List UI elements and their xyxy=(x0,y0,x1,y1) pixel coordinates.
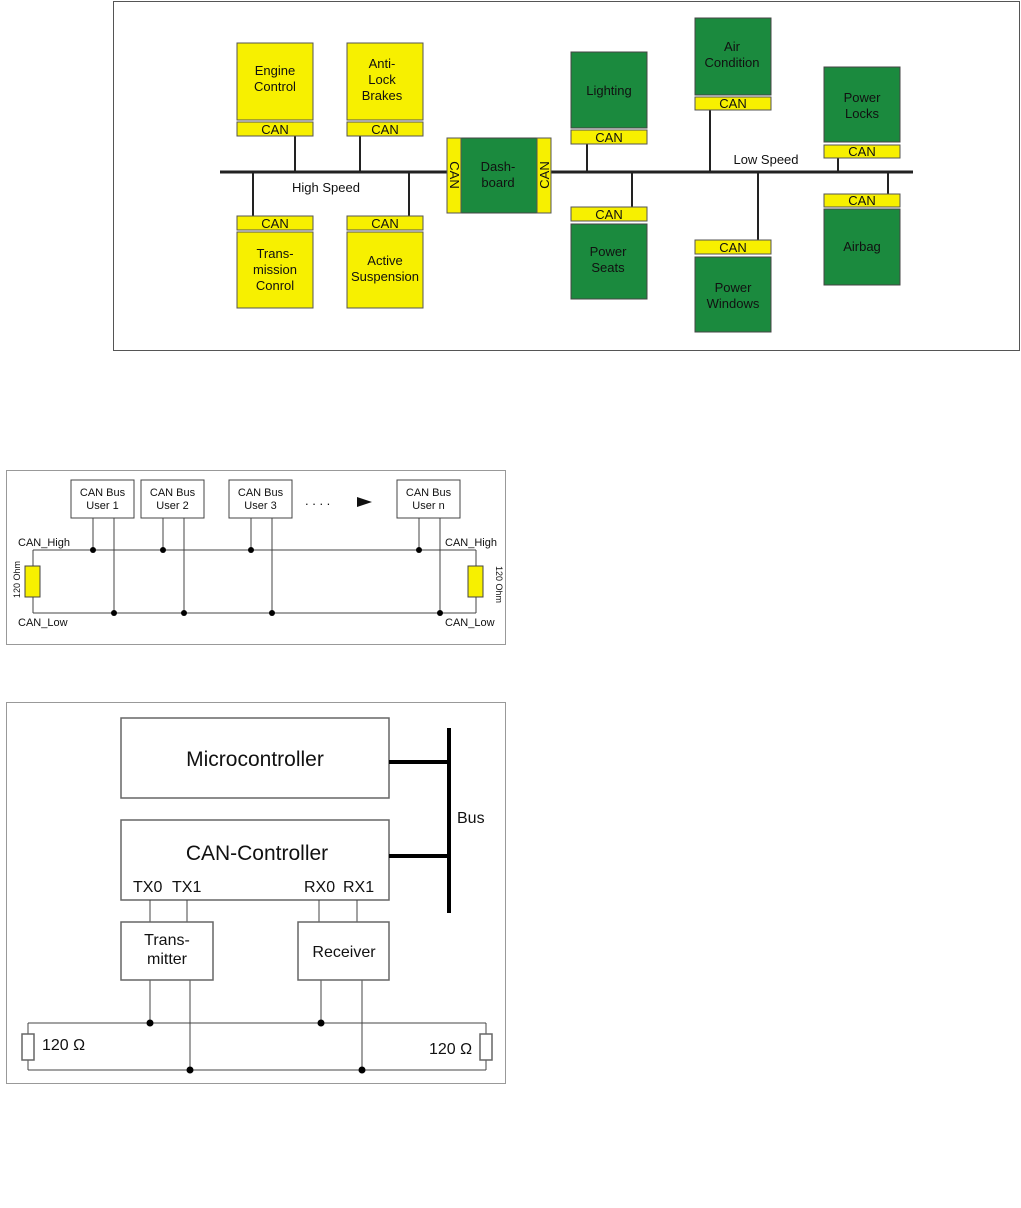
label: CAN xyxy=(261,122,288,137)
bus-label: Bus xyxy=(457,810,485,827)
label: Seats xyxy=(591,260,625,275)
label: Lighting xyxy=(586,83,632,98)
low-speed-label: Low Speed xyxy=(733,152,798,167)
connectors xyxy=(252,110,889,240)
can-controller-box xyxy=(120,819,390,901)
node-transmission-control: CAN Trans- mission Conrol xyxy=(236,215,314,309)
label: Power xyxy=(715,280,753,295)
can-high-label-right: CAN_High xyxy=(445,537,497,549)
label: Air xyxy=(724,39,741,54)
label: RX1 xyxy=(343,879,374,896)
label: Anti- xyxy=(369,56,396,71)
node-airbag: CAN Airbag xyxy=(823,193,901,286)
bus-user-2: CAN Bus User 2 xyxy=(140,479,205,616)
terminator-left xyxy=(24,565,41,598)
label: 120 Ohm xyxy=(12,561,22,598)
label: User 1 xyxy=(86,500,118,512)
label: User n xyxy=(412,500,444,512)
bus-topology-diagram: 120 Ohm 120 Ohm CAN_High CAN_High CAN_Lo… xyxy=(6,470,506,645)
node-power-locks: Power Locks CAN xyxy=(823,66,901,159)
bus-user-3: CAN Bus User 3 xyxy=(228,479,293,616)
label: CAN xyxy=(848,144,875,159)
node-anti-lock-brakes: Anti- Lock Brakes CAN xyxy=(346,42,424,137)
label: Control xyxy=(254,79,296,94)
receiver-box xyxy=(297,921,390,981)
label: CAN xyxy=(719,240,746,255)
terminator-right xyxy=(467,565,484,598)
label: Windows xyxy=(707,296,760,311)
terminator-right xyxy=(479,1033,493,1061)
vehicle-network-diagram: High Speed Low Speed Engine Control CAN … xyxy=(113,1,1020,351)
label: CAN Bus xyxy=(238,487,284,499)
label: User 3 xyxy=(244,500,276,512)
node-active-suspension: CAN Active Suspension xyxy=(346,215,424,309)
node-power-seats: CAN Power Seats xyxy=(570,206,648,300)
label: CAN xyxy=(447,161,462,188)
node-air-condition: Air Condition CAN xyxy=(694,17,772,111)
label: Suspension xyxy=(351,269,419,284)
can-low-label-right: CAN_Low xyxy=(445,617,495,629)
label: 120 Ω xyxy=(429,1041,472,1058)
label: User 2 xyxy=(156,500,188,512)
bus-user-1: CAN Bus User 1 xyxy=(70,479,135,616)
label: Active xyxy=(367,253,402,268)
label: Conrol xyxy=(256,278,294,293)
node-architecture-diagram: Microcontroller CAN-Controller Bus TX0 T… xyxy=(6,702,506,1084)
label: board xyxy=(481,175,514,190)
microcontroller-box xyxy=(120,717,390,799)
label: CAN xyxy=(848,193,875,208)
label: CAN xyxy=(595,207,622,222)
label: Brakes xyxy=(362,88,403,103)
terminator-left xyxy=(21,1033,35,1061)
label: TX1 xyxy=(172,879,201,896)
label: CAN xyxy=(595,130,622,145)
can-low-label-left: CAN_Low xyxy=(18,617,68,629)
label: Trans- xyxy=(256,246,293,261)
label: Locks xyxy=(845,106,879,121)
label: mitter xyxy=(147,951,188,968)
label: CAN xyxy=(537,161,552,188)
label: 120 Ohm xyxy=(494,566,504,603)
arrow-icon xyxy=(357,497,372,507)
label: CAN Bus xyxy=(150,487,196,499)
ellipsis: . . . . xyxy=(305,493,330,508)
label: CAN xyxy=(371,216,398,231)
label: Microcontroller xyxy=(186,748,324,771)
label: Condition xyxy=(705,55,760,70)
high-speed-label: High Speed xyxy=(292,180,360,195)
label: Airbag xyxy=(843,239,881,254)
node-power-windows: CAN Power Windows xyxy=(694,239,772,333)
label: Power xyxy=(590,244,628,259)
label: TX0 xyxy=(133,879,162,896)
label: RX0 xyxy=(304,879,335,896)
label: CAN Bus xyxy=(80,487,126,499)
label: 120 Ω xyxy=(42,1037,85,1054)
node-dashboard: Dash- board CAN CAN xyxy=(446,137,552,214)
label: mission xyxy=(253,262,297,277)
label: Receiver xyxy=(312,944,376,961)
label: CAN xyxy=(371,122,398,137)
can-high-label-left: CAN_High xyxy=(18,537,70,549)
label: CAN xyxy=(261,216,288,231)
node-lighting: Lighting CAN xyxy=(570,51,648,145)
label: Lock xyxy=(368,72,396,87)
label: CAN-Controller xyxy=(186,842,328,865)
bus-user-4: CAN Bus User n xyxy=(396,479,461,616)
transmitter-box xyxy=(120,921,214,981)
label: CAN Bus xyxy=(406,487,452,499)
label: Engine xyxy=(255,63,295,78)
label: CAN xyxy=(719,96,746,111)
node-engine-control: Engine Control CAN xyxy=(236,42,314,137)
label: Trans- xyxy=(144,932,190,949)
label: Power xyxy=(844,90,882,105)
label: Dash- xyxy=(481,159,516,174)
